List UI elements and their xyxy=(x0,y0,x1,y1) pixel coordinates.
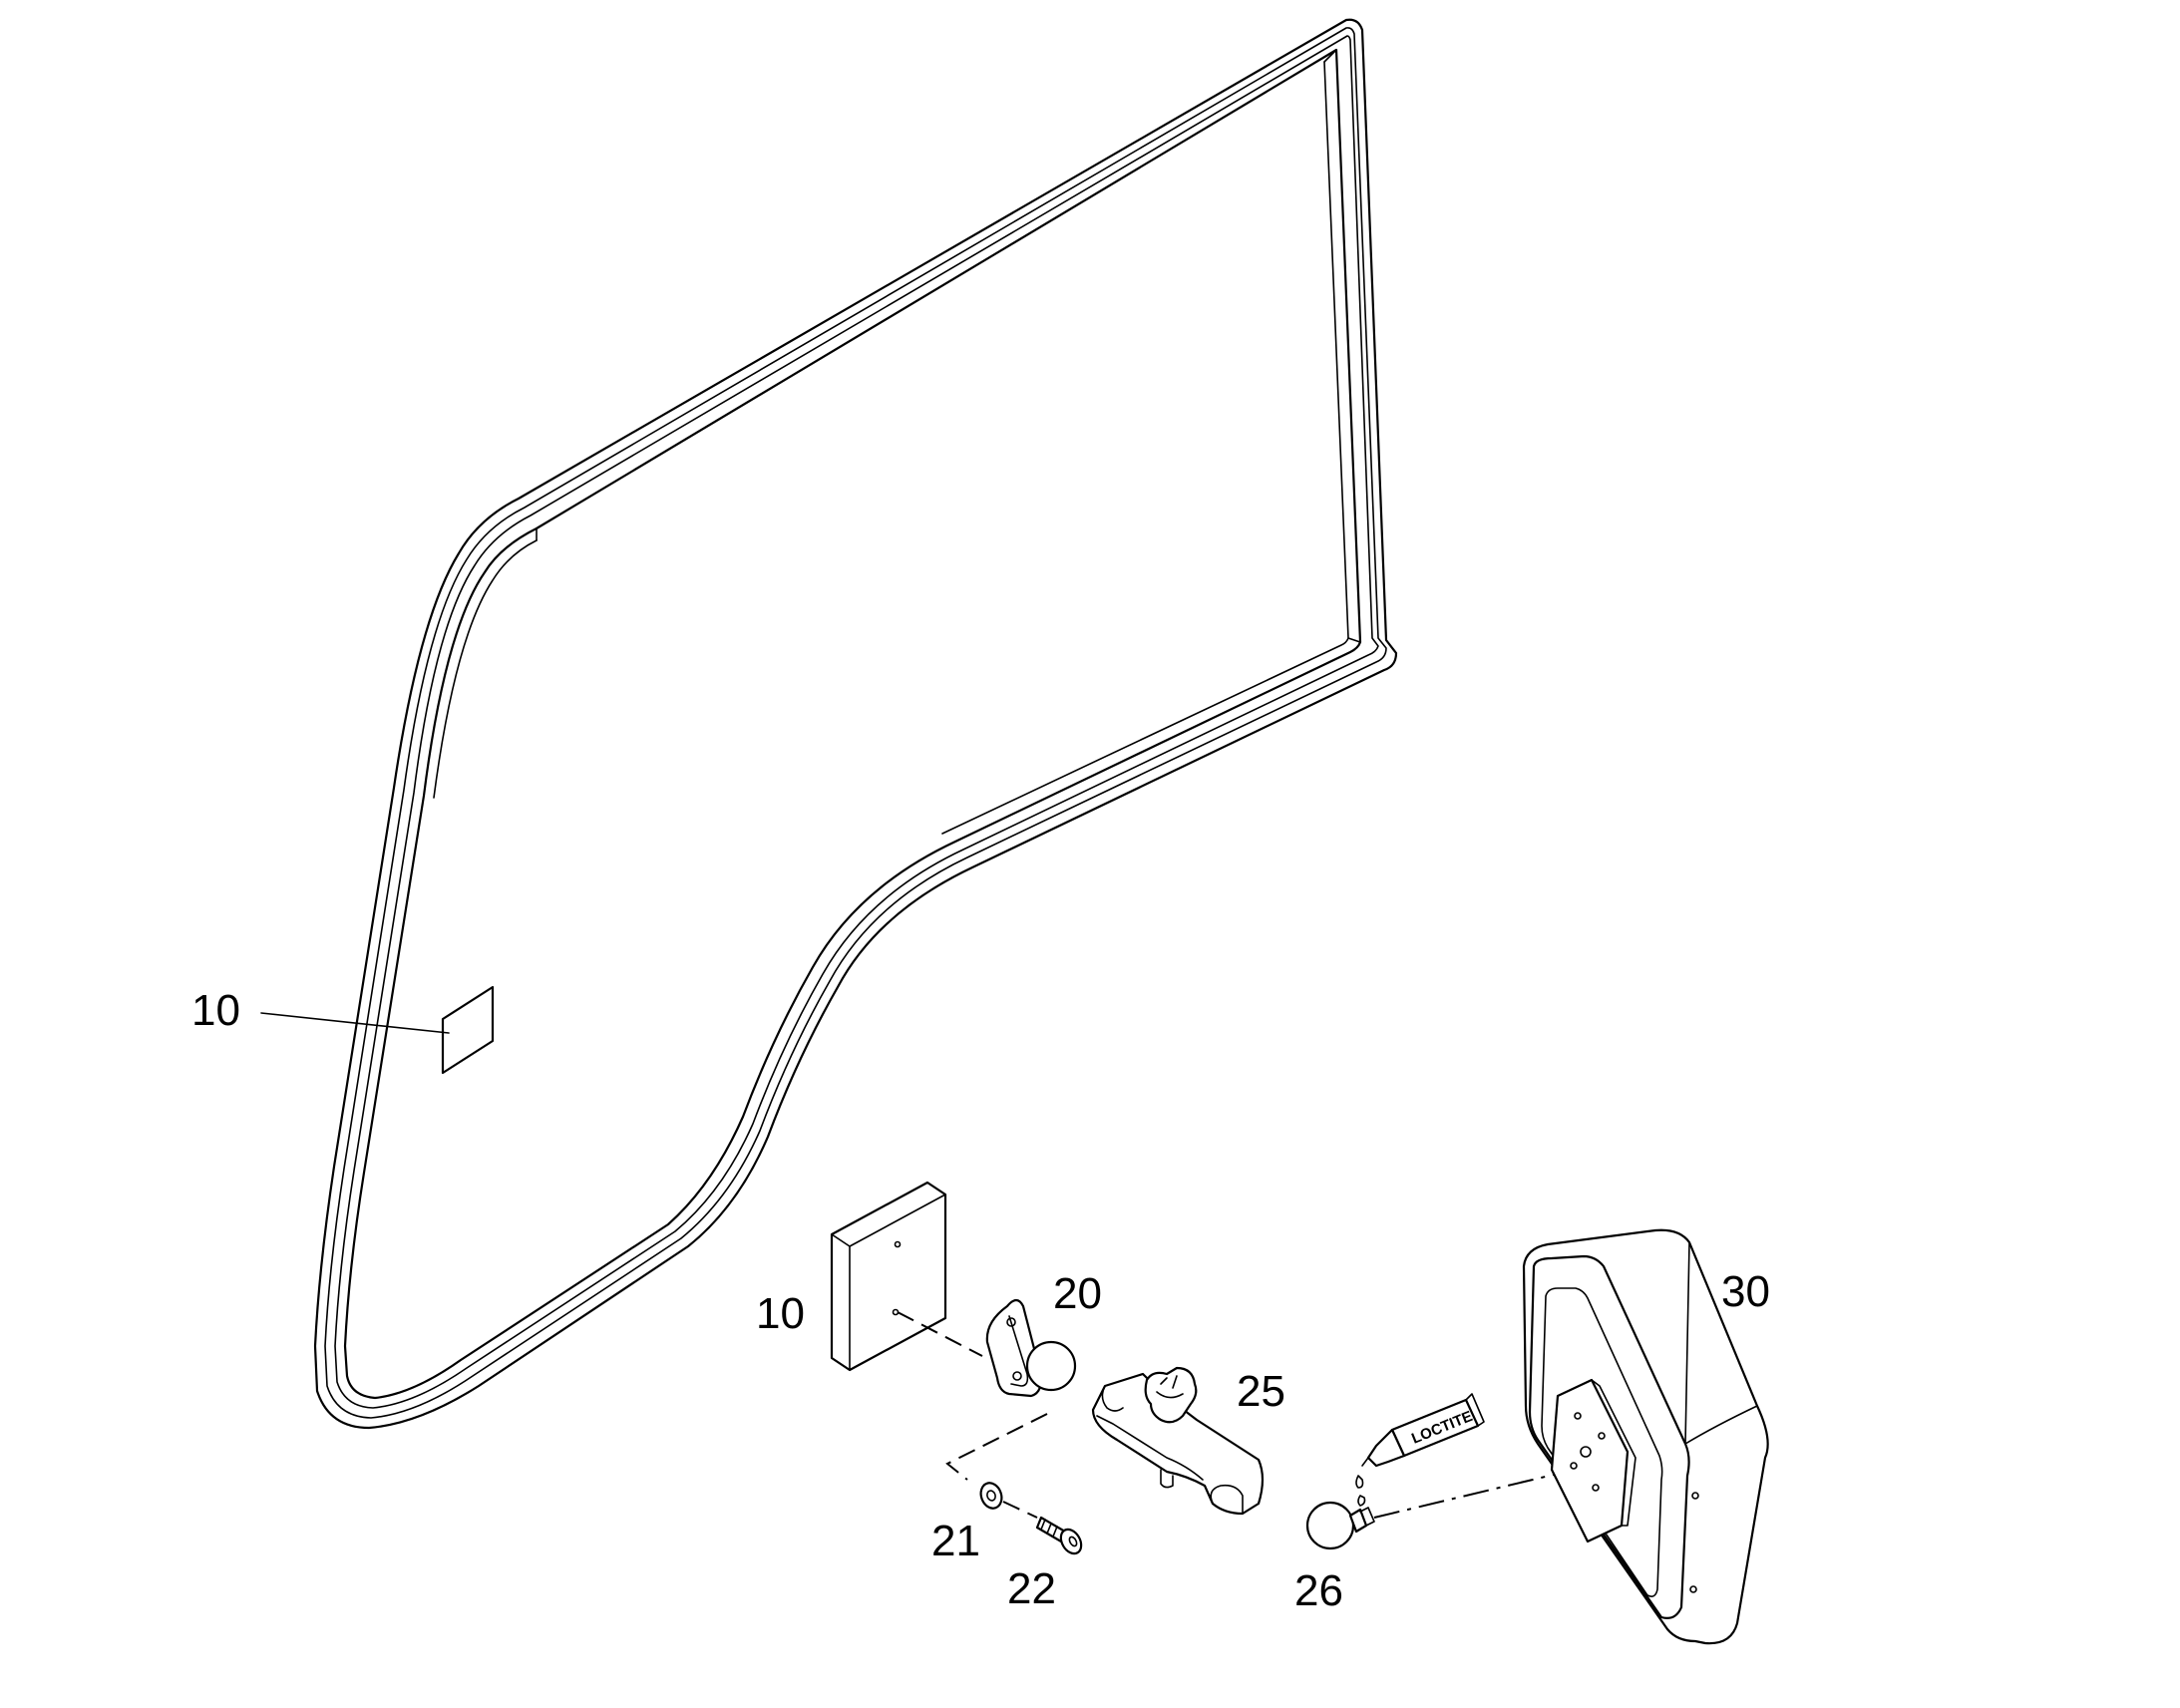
callout-26: 26 xyxy=(1294,1566,1343,1615)
label-pad-on-frame xyxy=(260,985,495,1075)
screw xyxy=(1035,1516,1083,1555)
callout-10-pad: 10 xyxy=(756,1289,805,1338)
display-housing xyxy=(1522,1228,1769,1645)
callout-30: 30 xyxy=(1721,1267,1770,1316)
adhesive-pad xyxy=(830,1181,983,1372)
callout-20: 20 xyxy=(1053,1269,1102,1318)
callout-10-frame: 10 xyxy=(191,986,240,1035)
callout-25: 25 xyxy=(1237,1367,1285,1416)
callout-21: 21 xyxy=(931,1517,980,1565)
ball-stud xyxy=(1305,1473,1559,1550)
callout-22: 22 xyxy=(1007,1564,1056,1613)
washer xyxy=(979,1482,1038,1519)
ball-base-plate xyxy=(945,1298,1077,1481)
loctite-tube: LOCTITE xyxy=(1355,1393,1485,1507)
double-socket-arm xyxy=(1091,1366,1265,1516)
callout-labels: 10 10 20 25 30 21 22 26 xyxy=(191,986,1770,1615)
window-frame-seal xyxy=(313,18,1398,1430)
